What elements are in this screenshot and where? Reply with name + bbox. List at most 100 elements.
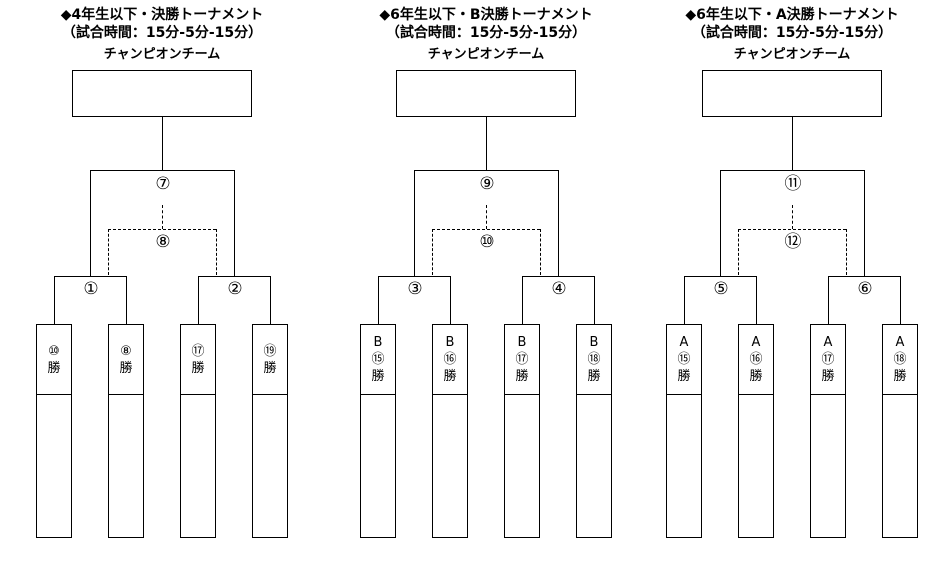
third-place-line	[432, 229, 540, 230]
bracket-line	[54, 276, 55, 324]
bracket-line	[684, 276, 756, 277]
group-label: B	[445, 335, 455, 350]
win-label: 勝	[893, 369, 907, 384]
third-place-line	[792, 205, 793, 229]
seed-number: ⑲	[263, 343, 277, 359]
bracket-line	[198, 276, 199, 324]
group-label: A	[679, 335, 689, 350]
win-label: 勝	[119, 360, 133, 376]
bracket-line	[162, 117, 163, 170]
win-label: 勝	[47, 360, 61, 376]
win-label: 勝	[371, 369, 385, 384]
final-match-number: ⑨	[475, 175, 499, 193]
bracket-line	[594, 276, 595, 324]
semifinal-match-number: ②	[223, 280, 247, 298]
match-time-note: （試合時間：15分-5分-15分）	[691, 25, 893, 41]
match-time-note: （試合時間：15分-5分-15分）	[385, 25, 587, 41]
bracket-title: ◆6年生以下・A決勝トーナメント	[685, 7, 899, 23]
seed-number: ⑧	[120, 343, 132, 359]
champion-box	[396, 70, 576, 117]
bracket-line	[90, 170, 234, 171]
bracket-title: ◆6年生以下・B決勝トーナメント	[379, 7, 593, 23]
bracket-line	[90, 170, 91, 276]
win-label: 勝	[677, 369, 691, 384]
semifinal-match-number: ①	[79, 280, 103, 298]
bracket-line	[414, 170, 558, 171]
group-label: A	[823, 335, 833, 350]
win-label: 勝	[191, 360, 205, 376]
bracket-line	[720, 170, 864, 171]
team-slot: A ⑮ 勝	[666, 324, 702, 538]
final-match-number: ⑦	[151, 175, 175, 193]
seed-number: ⑰	[191, 343, 205, 359]
bracket-line	[864, 170, 865, 276]
third-place-line	[432, 229, 433, 275]
third-place-line	[738, 229, 739, 275]
bracket-line	[270, 276, 271, 324]
seed-number: ⑰	[821, 352, 835, 367]
seed-number: ⑱	[893, 352, 907, 367]
champion-label: チャンピオンチーム	[427, 47, 545, 62]
win-label: 勝	[515, 369, 529, 384]
bracket-u6-a: ◆6年生以下・A決勝トーナメント （試合時間：15分-5分-15分） チャンピオ…	[642, 0, 942, 564]
bracket-line	[828, 276, 829, 324]
bracket-line	[414, 170, 415, 276]
bracket-line	[234, 170, 235, 276]
bracket-line	[558, 170, 559, 276]
win-label: 勝	[263, 360, 277, 376]
match-time-note: （試合時間：15分-5分-15分）	[61, 25, 263, 41]
team-slot: B ⑯ 勝	[432, 324, 468, 538]
bracket-line	[54, 276, 126, 277]
bracket-line	[684, 276, 685, 324]
group-label: B	[517, 335, 527, 350]
bracket-line	[522, 276, 594, 277]
semifinal-match-number: ④	[547, 280, 571, 298]
third-place-line	[108, 229, 109, 275]
seed-number: ⑯	[443, 352, 457, 367]
third-place-line	[738, 229, 846, 230]
group-label: A	[751, 335, 761, 350]
champion-label: チャンピオンチーム	[103, 47, 221, 62]
group-label: B	[589, 335, 599, 350]
champion-box	[702, 70, 882, 117]
champion-box	[72, 70, 252, 117]
bracket-line	[756, 276, 757, 324]
seed-number: ⑮	[677, 352, 691, 367]
third-place-line	[162, 205, 163, 229]
bracket-line	[486, 117, 487, 170]
win-label: 勝	[587, 369, 601, 384]
third-place-match-number: ⑧	[151, 233, 175, 251]
bracket-line	[198, 276, 270, 277]
bracket-u6-b: ◆6年生以下・B決勝トーナメント （試合時間：15分-5分-15分） チャンピオ…	[336, 0, 636, 564]
third-place-line	[540, 229, 541, 275]
bracket-title: ◆4年生以下・決勝トーナメント	[60, 7, 264, 23]
seed-number: ⑮	[371, 352, 385, 367]
seed-number: ⑰	[515, 352, 529, 367]
third-place-line	[108, 229, 216, 230]
semifinal-match-number: ⑥	[853, 280, 877, 298]
group-label: B	[373, 335, 383, 350]
win-label: 勝	[749, 369, 763, 384]
final-match-number: ⑪	[781, 175, 805, 193]
bracket-line	[378, 276, 450, 277]
bracket-line	[720, 170, 721, 276]
win-label: 勝	[821, 369, 835, 384]
win-label: 勝	[443, 369, 457, 384]
bracket-line	[522, 276, 523, 324]
bracket-line	[126, 276, 127, 324]
bracket-line	[378, 276, 379, 324]
bracket-line	[792, 117, 793, 170]
semifinal-match-number: ③	[403, 280, 427, 298]
seed-number: ⑩	[48, 343, 60, 359]
third-place-line	[846, 229, 847, 275]
third-place-line	[216, 229, 217, 275]
team-slot: B ⑰ 勝	[504, 324, 540, 538]
bracket-line	[450, 276, 451, 324]
bracket-line	[900, 276, 901, 324]
